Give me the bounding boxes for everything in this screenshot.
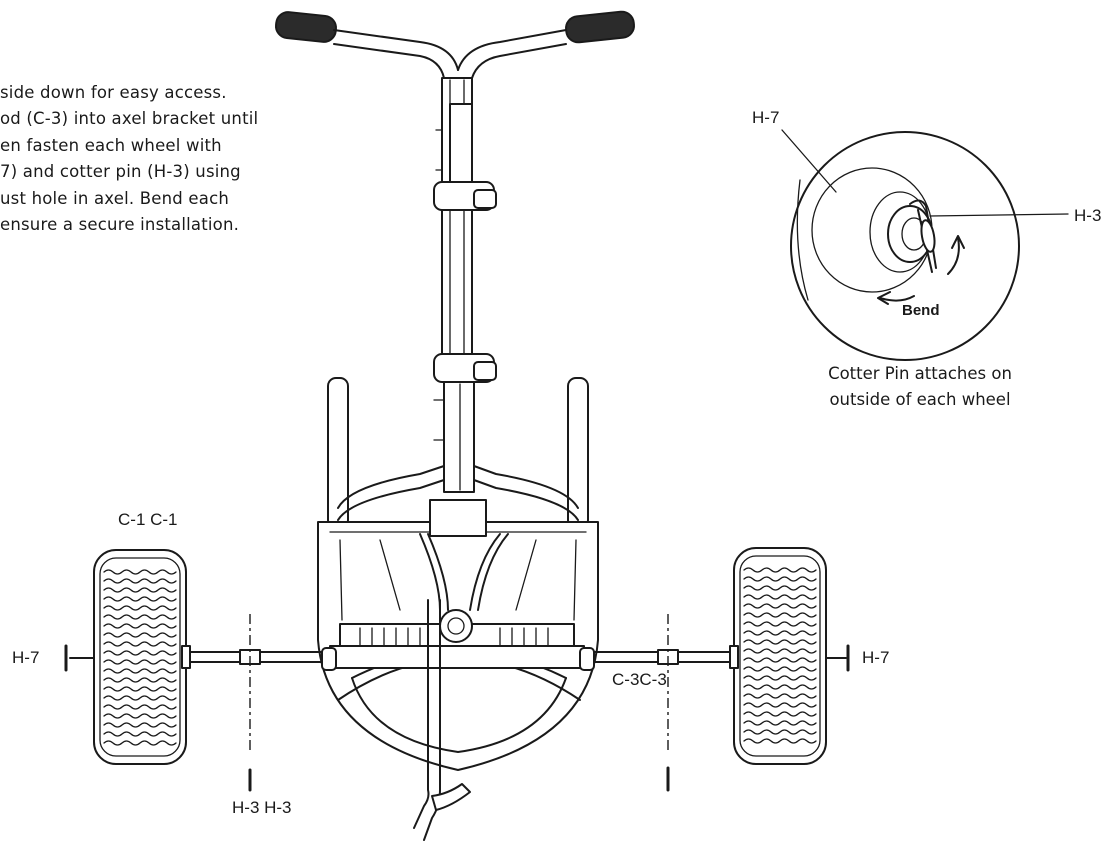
- tire-tread-line: [743, 630, 817, 636]
- tire-tread-line: [743, 594, 817, 600]
- caption-line: outside of each wheel: [829, 390, 1011, 409]
- tire-tread-line: [743, 693, 817, 699]
- instruction-line: ensure a secure installation.: [0, 215, 240, 235]
- tire-tread-line: [103, 650, 177, 656]
- tire-tread-line: [743, 567, 817, 573]
- tire-tread-line: [103, 722, 177, 728]
- axle-right: [593, 649, 737, 665]
- tire-tread-line: [103, 740, 177, 746]
- wheel-right: [729, 547, 827, 765]
- tire-tread-line: [103, 578, 177, 584]
- tire-tread-line: [743, 729, 817, 735]
- cotter-pin-detail: [781, 129, 1069, 361]
- tire-tread-line: [103, 704, 177, 710]
- label-h3-detail: H-3: [1074, 206, 1102, 225]
- label-h7-detail: H-7: [752, 108, 780, 127]
- instruction-line: side down for easy access.: [0, 83, 227, 102]
- tire-tread-line: [103, 695, 177, 701]
- tire-tread-line: [103, 713, 177, 719]
- tire-tread-line: [103, 677, 177, 683]
- tire-tread-line: [743, 657, 817, 663]
- tire-tread-line: [743, 720, 817, 726]
- tire-tread-line: [103, 569, 177, 575]
- label-bend: Bend: [902, 302, 940, 319]
- tire-tread-line: [743, 639, 817, 645]
- tire-tread-line: [743, 576, 817, 582]
- axle-left: [185, 649, 323, 665]
- instruction-line: en fasten each wheel with: [0, 135, 222, 155]
- detail-caption: Cotter Pin attaches on outside of each w…: [800, 361, 1040, 413]
- tire-tread-line: [743, 666, 817, 672]
- tire-tread-line: [103, 641, 177, 647]
- tire-tread-line: [103, 659, 177, 665]
- spreader-frame: [317, 377, 599, 841]
- label-wheel-left: C-1 C-1: [118, 510, 178, 529]
- tire-tread-line: [103, 605, 177, 611]
- instruction-line: ust hole in axel. Bend each: [0, 188, 230, 208]
- tire-tread-line: [103, 632, 177, 638]
- tire-tread-line: [743, 612, 817, 618]
- tire-tread-line: [743, 702, 817, 708]
- tire-tread-line: [743, 621, 817, 627]
- tire-tread-line: [743, 648, 817, 654]
- tire-tread-line: [103, 596, 177, 602]
- label-axle-right: C-3C-3: [612, 670, 667, 689]
- tire-tread-line: [103, 686, 177, 692]
- tire-tread-line: [743, 738, 817, 744]
- label-pin-left: H-3 H-3: [232, 798, 292, 817]
- tire-tread-line: [103, 623, 177, 629]
- instruction-line: od (C-3) into axel bracket until: [0, 109, 259, 129]
- instruction-line: 7) and cotter pin (H-3) using: [0, 162, 241, 182]
- tire-tread-line: [103, 731, 177, 737]
- caption-line: Cotter Pin attaches on: [828, 364, 1012, 383]
- label-washer-right: H-7: [862, 648, 890, 667]
- tire-tread-line: [103, 587, 177, 593]
- label-washer-left: H-7: [12, 648, 40, 667]
- wheel-left: [93, 549, 191, 765]
- tire-tread-line: [743, 711, 817, 717]
- tire-tread-line: [743, 675, 817, 681]
- tire-tread-line: [103, 668, 177, 674]
- tire-tread-line: [103, 614, 177, 620]
- tire-tread-line: [743, 603, 817, 609]
- tire-tread-line: [743, 585, 817, 591]
- instruction-text: side down for easy access. od (C-3) into…: [0, 80, 320, 238]
- tire-tread-line: [743, 684, 817, 690]
- handle-bar: [274, 10, 635, 493]
